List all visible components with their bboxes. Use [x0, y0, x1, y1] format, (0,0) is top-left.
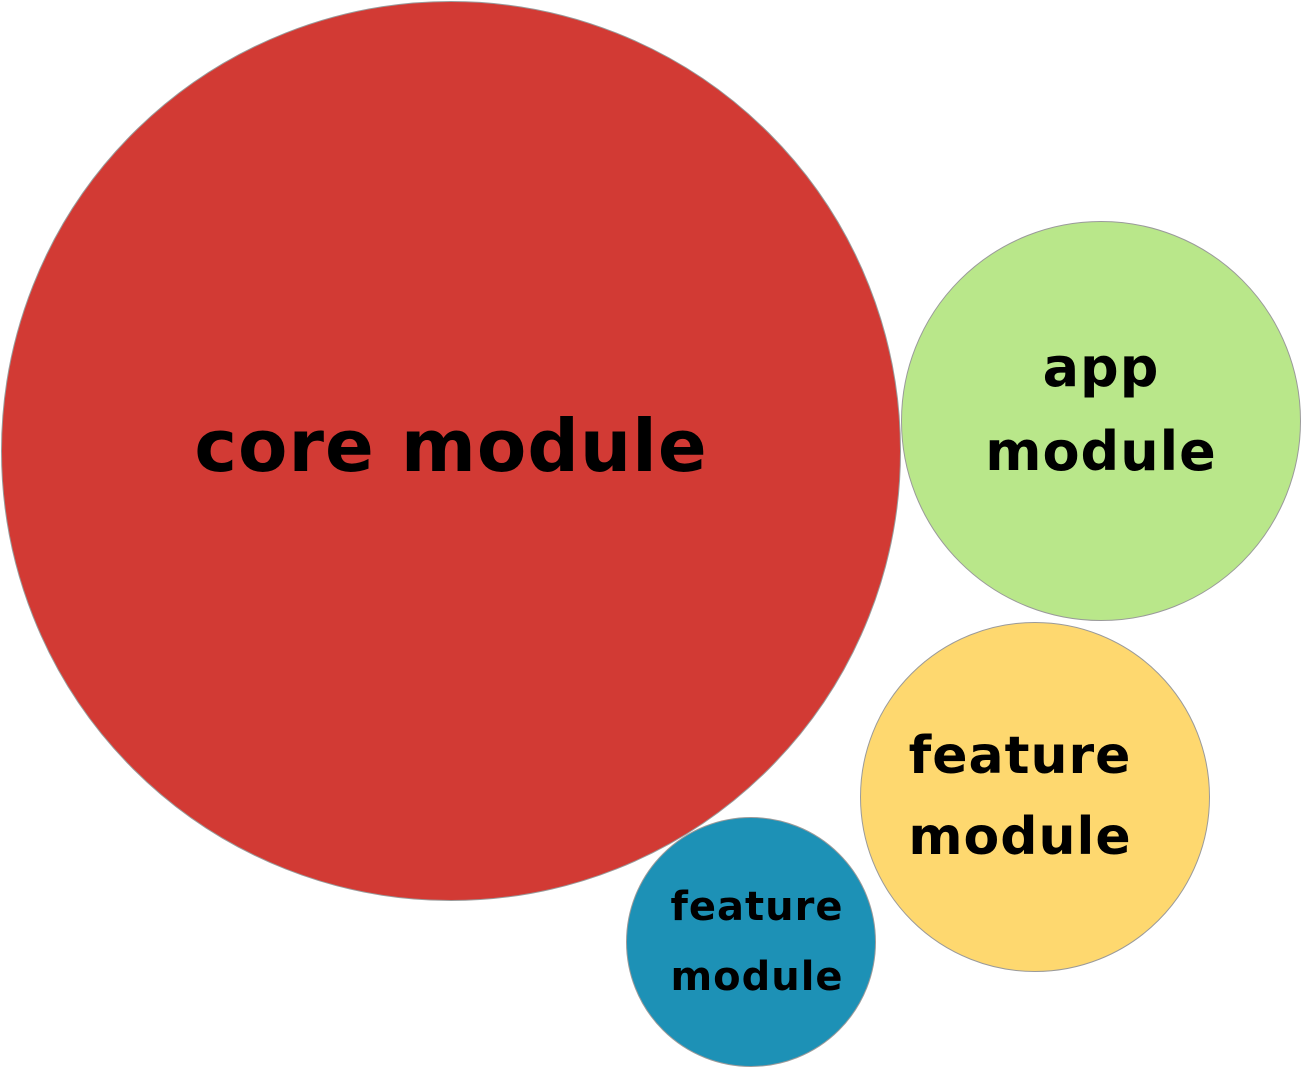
app-module-circle: app module — [901, 221, 1301, 621]
core-module-label: core module — [194, 403, 708, 488]
core-module-circle: core module — [1, 1, 901, 901]
app-module-label: app module — [985, 336, 1217, 483]
feature-module-label-blue: feature module — [670, 884, 844, 1000]
feature-module-circle-blue: feature module — [626, 817, 876, 1067]
feature-module-circle-yellow: feature module — [860, 622, 1210, 972]
feature-module-label-yellow: feature module — [908, 726, 1132, 867]
